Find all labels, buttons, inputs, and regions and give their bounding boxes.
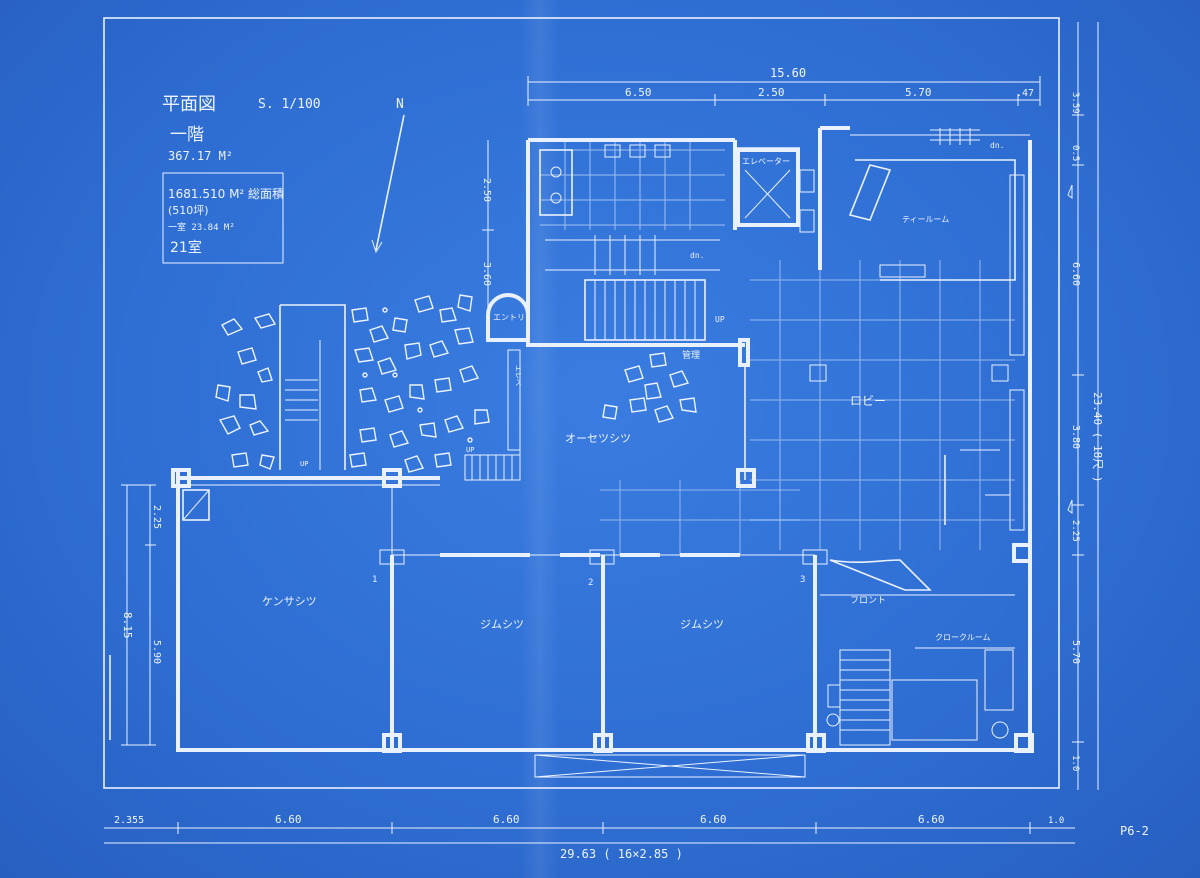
dim-right-seg-3: 6.60 — [1070, 262, 1081, 286]
front-desk-area — [820, 449, 1015, 746]
dim-left-3: 5.90 — [151, 640, 162, 664]
dim-bottom-seg-3: 6.60 — [493, 813, 520, 826]
dim-bottom-seg-1: 2.355 — [114, 815, 144, 826]
dim-bottom-seg-5: 6.60 — [918, 813, 945, 826]
svg-text:UP: UP — [300, 460, 308, 468]
left-stair-tower: UP — [279, 304, 346, 470]
label-jimu-1: ジムシツ — [480, 618, 524, 631]
north-arrow-icon: N — [371, 97, 405, 254]
label-kensa: ケンサシツ — [262, 595, 317, 608]
dim-right-seg-5: 2.25 — [1070, 520, 1080, 542]
svg-text:エレベ: エレベ — [514, 365, 522, 386]
svg-text:UP: UP — [466, 446, 474, 454]
dim-top-seg-2: 2.50 — [758, 86, 785, 99]
grid-label-2: 2 — [588, 578, 593, 588]
tearoom-features: dn. — [848, 128, 1025, 531]
label-lobby: ロビー — [850, 394, 886, 408]
bottom-dimension: 2.355 6.60 6.60 6.60 6.60 1.0 29.63 ( 16… — [104, 813, 1075, 861]
dim-bottom-overall: 29.63 ( 16×2.85 ) — [560, 847, 683, 861]
room-count: 21室 — [170, 239, 202, 256]
title-block: 平面図 S. 1/100 一階 367.17 M² 1681.510 M² 総面… — [162, 94, 321, 264]
right-dimension: 3.59 0.5 6.60 3.80 2.25 5.70 1.0 23.40 (… — [1067, 22, 1104, 790]
dim-mid-2: 3.60 — [481, 262, 492, 286]
dim-top-overall: 15.60 — [770, 66, 806, 80]
entry-porch: エントリ — [486, 293, 530, 342]
dim-right-overall: 23.40 ( 18尺 ) — [1091, 392, 1104, 482]
dim-mid-1: 2.50 — [481, 178, 492, 202]
dim-right-seg-2: 0.5 — [1070, 145, 1080, 161]
main-staircase: UP dn. — [545, 235, 725, 341]
svg-text:dn.: dn. — [990, 141, 1004, 150]
grid-label-3: 3 — [800, 575, 805, 585]
top-dimension: 15.60 6.50 2.50 5.70 .47 — [527, 66, 1041, 106]
dim-bottom-seg-2: 6.60 — [275, 813, 302, 826]
dim-right-seg-6: 5.70 — [1070, 640, 1081, 664]
svg-text:N: N — [396, 97, 404, 112]
dim-right-seg-7: 1.0 — [1070, 755, 1080, 771]
svg-text:UP: UP — [715, 315, 725, 324]
label-office: オーセツシツ — [565, 432, 631, 445]
plan-area: 367.17 M² — [168, 149, 233, 163]
elevator-shaft: エレベーター — [736, 148, 815, 233]
label-cloak: クロークルーム — [935, 633, 991, 642]
lower-left-cabinet — [182, 489, 210, 521]
plan-title: 平面図 — [162, 94, 216, 115]
plan-scale: S. 1/100 — [258, 97, 321, 112]
total-area-sub: (510坪) — [168, 204, 209, 217]
dim-right-seg-4: 3.80 — [1070, 425, 1081, 449]
dim-left-1: 2.25 — [151, 505, 162, 529]
label-front: フロント — [850, 596, 886, 606]
sheet-border — [103, 17, 1060, 789]
stone-garden — [215, 294, 697, 473]
dim-bottom-seg-4: 6.60 — [700, 813, 727, 826]
toilet-area — [539, 140, 725, 230]
svg-text:dn.: dn. — [690, 251, 704, 260]
total-area: 1681.510 M² 総面積 — [168, 186, 284, 201]
dim-top-seg-3: 5.70 — [905, 86, 932, 99]
dim-top-seg-1: 6.50 — [625, 86, 652, 99]
plan-floor: 一階 — [170, 125, 204, 145]
grid-label-1: 1 — [372, 575, 377, 585]
label-kanri: 管理 — [682, 349, 700, 361]
label-tearoom: ティールーム — [902, 215, 949, 224]
dim-bottom-seg-6: 1.0 — [1048, 816, 1064, 826]
area-box — [162, 172, 284, 264]
sheet-number: P6-2 — [1120, 824, 1149, 838]
office-steps: UP エレベ — [464, 349, 522, 481]
dim-left-2: 8.15 — [121, 612, 134, 639]
svg-text:エントリ: エントリ — [493, 313, 525, 322]
per-room-area: 一室 23.84 M² — [168, 221, 235, 233]
dim-right-seg-1: 3.59 — [1070, 92, 1080, 114]
label-jimu-2: ジムシツ — [680, 618, 724, 631]
dim-top-seg-4: .47 — [1016, 88, 1034, 99]
svg-text:エレベーター: エレベーター — [742, 157, 790, 166]
left-dimension: 2.25 8.15 5.90 — [109, 484, 162, 746]
